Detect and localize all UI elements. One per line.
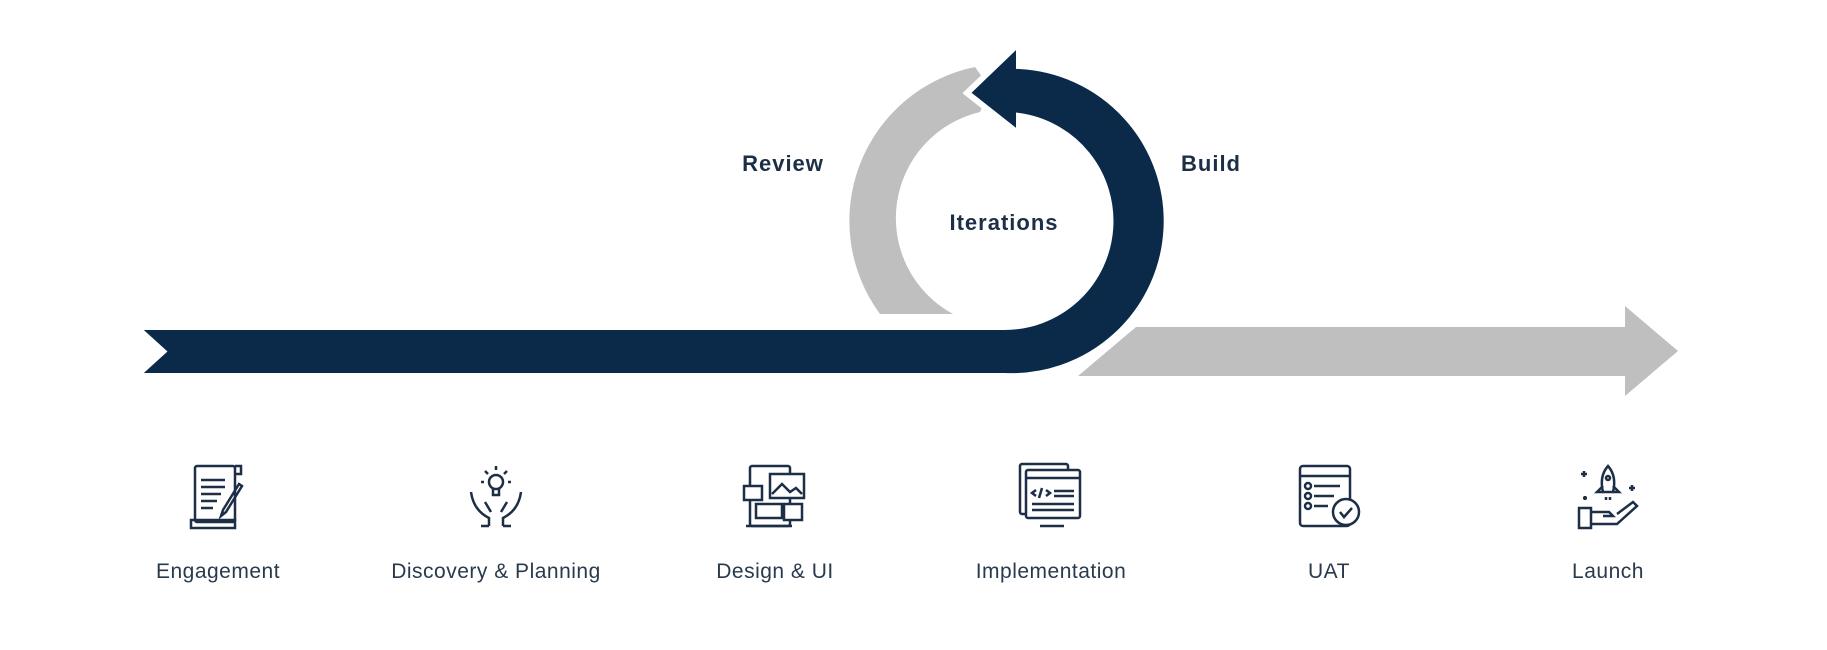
step-launch: Launch xyxy=(1478,462,1738,584)
document-pen-icon xyxy=(189,464,244,530)
step-label: Discovery & Planning xyxy=(391,560,601,583)
build-label: Build xyxy=(1181,151,1241,176)
step-label: UAT xyxy=(1308,560,1350,583)
checklist-icon xyxy=(1298,464,1361,528)
dark-iteration-arrow xyxy=(128,35,1170,380)
lightbulb-hands-icon xyxy=(469,466,523,528)
gray-forward-arrow xyxy=(1078,306,1678,396)
step-engagement: Engagement xyxy=(88,462,348,584)
step-label: Design & UI xyxy=(716,560,834,583)
iterations-label: Iterations xyxy=(949,210,1059,235)
step-label: Engagement xyxy=(155,560,281,583)
step-design-ui: Design & UI xyxy=(645,462,905,584)
step-implementation: Implementation xyxy=(921,462,1181,584)
step-label: Implementation xyxy=(975,560,1127,583)
rocket-hand-icon xyxy=(1577,464,1639,530)
step-discovery-planning: Discovery & Planning xyxy=(366,462,626,584)
review-label: Review xyxy=(742,151,824,176)
step-uat: UAT xyxy=(1199,462,1459,584)
code-monitor-icon xyxy=(1018,462,1082,528)
gray-review-arc xyxy=(849,67,990,314)
design-layout-icon xyxy=(742,464,806,528)
step-label: Launch xyxy=(1572,560,1644,583)
